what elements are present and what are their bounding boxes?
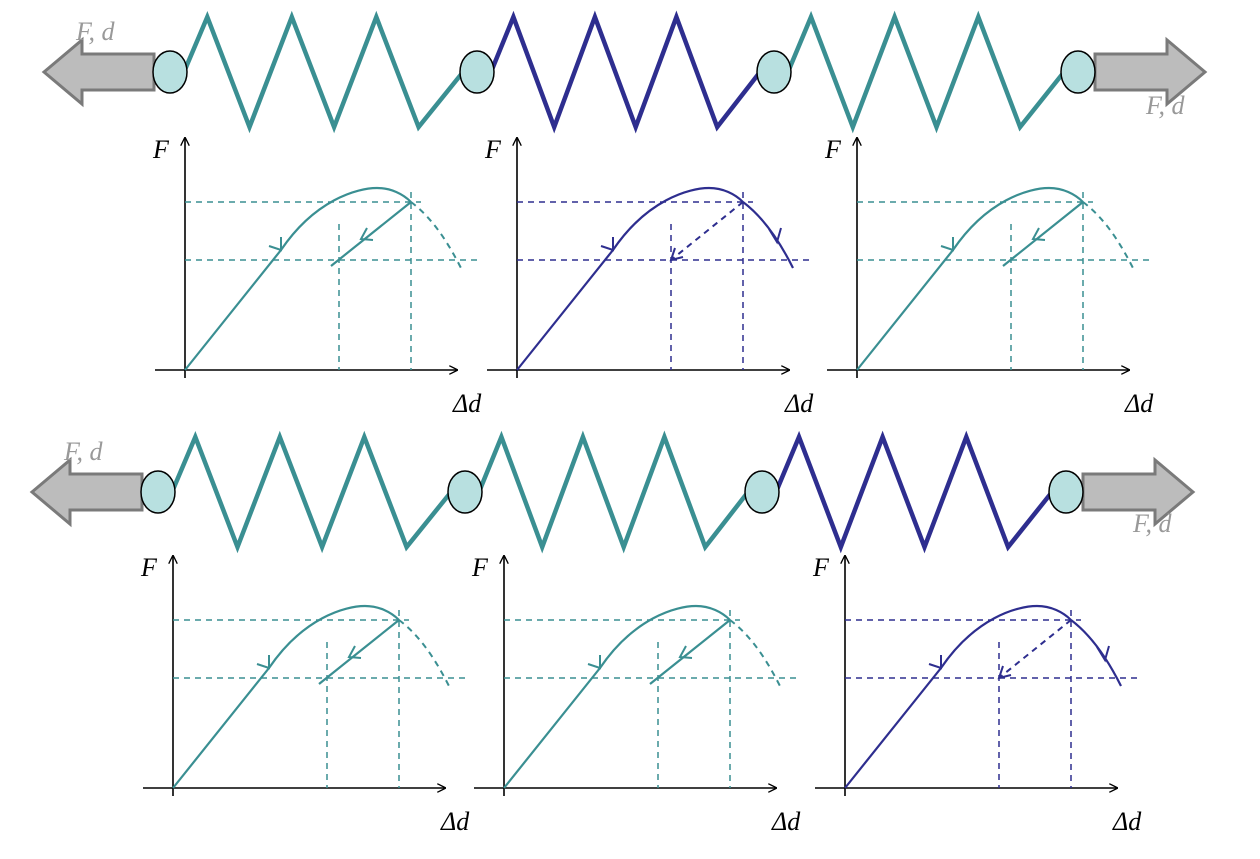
bottom-row-node-2 <box>447 470 483 514</box>
loading-curve <box>503 604 731 789</box>
top-row-right-force-label: F, d <box>1145 91 1186 120</box>
top-row-node-2 <box>459 50 495 94</box>
unloading-path <box>649 619 731 685</box>
top-row-left-pull-arrow <box>41 36 156 108</box>
plot-5: F Δd <box>471 553 801 836</box>
y-axis-label: F <box>471 553 489 582</box>
top-row-spring-1 <box>181 10 465 134</box>
plot-3: F Δd <box>824 135 1154 418</box>
x-axis-label: Δd <box>784 389 814 418</box>
unloading-arrow <box>997 665 1012 680</box>
loading-curve <box>184 186 412 371</box>
bottom-row-spring-2 <box>476 430 750 554</box>
unloading-arrow <box>347 645 362 659</box>
bottom-row-node-4 <box>1048 470 1084 514</box>
top-row-node-4 <box>1060 50 1096 94</box>
y-axis-label: F <box>484 135 502 164</box>
softening-curve <box>742 201 794 269</box>
y-axis-label: F <box>152 135 170 164</box>
bottom-row-node-1 <box>140 470 176 514</box>
loading-curve <box>844 604 1072 789</box>
plot-1: F Δd <box>152 135 482 418</box>
unloading-path <box>318 619 400 685</box>
loading-arrow <box>940 237 954 252</box>
softening-curve <box>1082 201 1136 273</box>
y-axis-label: F <box>812 553 830 582</box>
x-axis-label: Δd <box>1112 807 1142 836</box>
softening-curve <box>729 619 783 691</box>
unloading-path <box>1002 201 1084 267</box>
unloading-path <box>670 201 744 261</box>
top-row-node-1 <box>152 50 188 94</box>
x-axis-label: Δd <box>1124 389 1154 418</box>
bottom-row-spring-3 <box>773 430 1054 554</box>
plot-2: F Δd <box>484 135 814 418</box>
x-axis-label: Δd <box>452 389 482 418</box>
softening-curve <box>410 201 464 273</box>
unloading-path <box>330 201 412 267</box>
loading-arrow <box>600 237 614 252</box>
loading-curve <box>856 186 1084 371</box>
softening-arrow <box>768 227 782 245</box>
unloading-arrow <box>1031 227 1046 241</box>
unloading-arrow <box>669 247 684 262</box>
loading-curve <box>516 186 744 371</box>
bottom-row-left-force-label: F, d <box>63 437 104 466</box>
loading-arrow <box>256 655 270 670</box>
bottom-row-spring-1 <box>169 430 453 554</box>
softening-arrow <box>1096 645 1110 663</box>
bottom-row-node-3 <box>744 470 780 514</box>
top-row-left-force-label: F, d <box>75 17 116 46</box>
loading-arrow <box>587 655 601 670</box>
plot-6: F Δd <box>812 553 1142 836</box>
bottom-row-right-force-label: F, d <box>1132 509 1173 538</box>
loading-arrow <box>928 655 942 670</box>
y-axis-label: F <box>140 553 158 582</box>
unloading-arrow <box>359 227 374 241</box>
top-row-spring-3 <box>785 10 1066 134</box>
loading-arrow <box>268 237 282 252</box>
x-axis-label: Δd <box>440 807 470 836</box>
loading-curve <box>172 604 400 789</box>
plot-4: F Δd <box>140 553 470 836</box>
top-row-node-3 <box>756 50 792 94</box>
bottom-row-left-pull-arrow <box>29 456 144 528</box>
top-row-spring-2 <box>488 10 762 134</box>
unloading-path <box>998 619 1072 679</box>
unloading-arrow <box>678 645 693 659</box>
y-axis-label: F <box>824 135 842 164</box>
softening-curve <box>1070 619 1122 687</box>
softening-curve <box>398 619 452 691</box>
x-axis-label: Δd <box>771 807 801 836</box>
